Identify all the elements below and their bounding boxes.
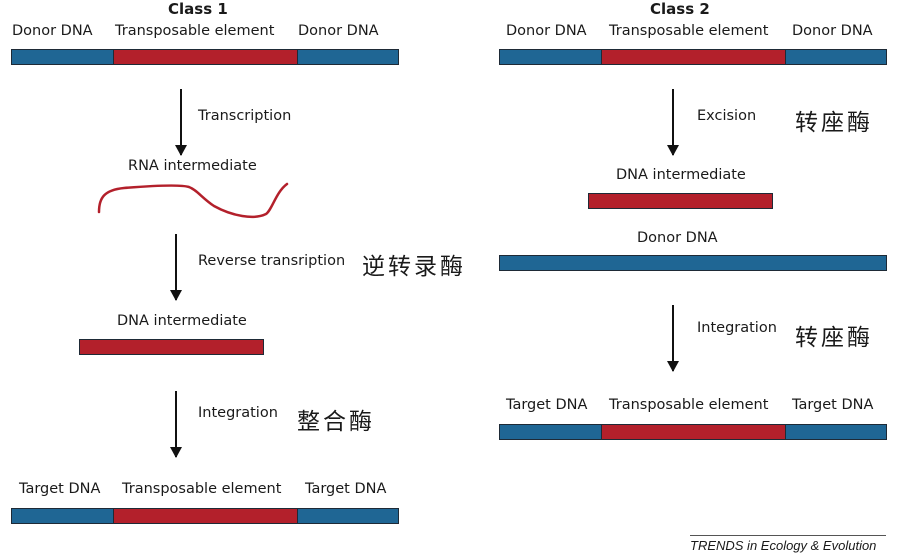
class1-dna-intermediate [79, 339, 264, 355]
class2-transposable-element [601, 49, 786, 65]
class2-dna-intermediate [588, 193, 773, 209]
class1-target-dna-left [11, 508, 114, 524]
class1-target-dna-right [297, 508, 399, 524]
class1-donor-dna-right [297, 49, 399, 65]
class1-enzyme-reverse-transcriptase: 逆转录酶 [362, 254, 466, 280]
class1-donor-left-label: Donor DNA [12, 23, 93, 39]
class1-element-bottom-label: Transposable element [122, 481, 282, 497]
class1-donor-right-label: Donor DNA [298, 23, 379, 39]
class2-element-bottom-label: Transposable element [609, 397, 769, 413]
class2-target-right-label: Target DNA [792, 397, 874, 413]
class1-arrow-down-icon [175, 89, 187, 156]
class2-title: Class 2 [650, 0, 710, 18]
rna-strand-icon [97, 182, 289, 218]
class2-step-integration: Integration [697, 320, 777, 336]
class2-donor-left-label: Donor DNA [506, 23, 587, 39]
class1-target-right-label: Target DNA [305, 481, 387, 497]
class2-integrated-element [601, 424, 786, 440]
class2-donor-right-label: Donor DNA [792, 23, 873, 39]
class1-step-transcription: Transcription [198, 108, 292, 124]
class2-donor-dna-right [785, 49, 887, 65]
class1-dna-intermediate-label: DNA intermediate [117, 313, 247, 329]
class1-element-label: Transposable element [115, 23, 275, 39]
class1-donor-dna-left [11, 49, 114, 65]
class2-donor-dna-label: Donor DNA [637, 230, 718, 246]
class2-donor-dna-left [499, 49, 602, 65]
class2-dna-intermediate-label: DNA intermediate [616, 167, 746, 183]
class2-enzyme-transposase-2: 转座酶 [795, 325, 873, 351]
class2-donor-dna [499, 255, 887, 271]
class2-enzyme-transposase: 转座酶 [795, 110, 873, 136]
class2-arrow-down-icon-2 [667, 305, 679, 372]
footer-divider [690, 535, 886, 536]
class2-target-dna-right [785, 424, 887, 440]
class1-integrated-element [113, 508, 298, 524]
class2-step-excision: Excision [697, 108, 757, 124]
class1-step-integration: Integration [198, 405, 278, 421]
class1-transposable-element [113, 49, 298, 65]
class2-target-dna-left [499, 424, 602, 440]
class1-arrow-down-icon-3 [170, 391, 182, 458]
class1-rna-label: RNA intermediate [128, 158, 257, 174]
class1-title: Class 1 [168, 0, 228, 18]
class1-step-reverse-transcription: Reverse transription [198, 253, 346, 269]
journal-credit: TRENDS in Ecology & Evolution [690, 538, 877, 553]
class1-enzyme-integrase: 整合酶 [297, 409, 375, 435]
class1-target-left-label: Target DNA [19, 481, 101, 497]
class2-target-left-label: Target DNA [506, 397, 588, 413]
class2-arrow-down-icon [667, 89, 679, 156]
class1-arrow-down-icon-2 [170, 234, 182, 301]
class2-element-label: Transposable element [609, 23, 769, 39]
